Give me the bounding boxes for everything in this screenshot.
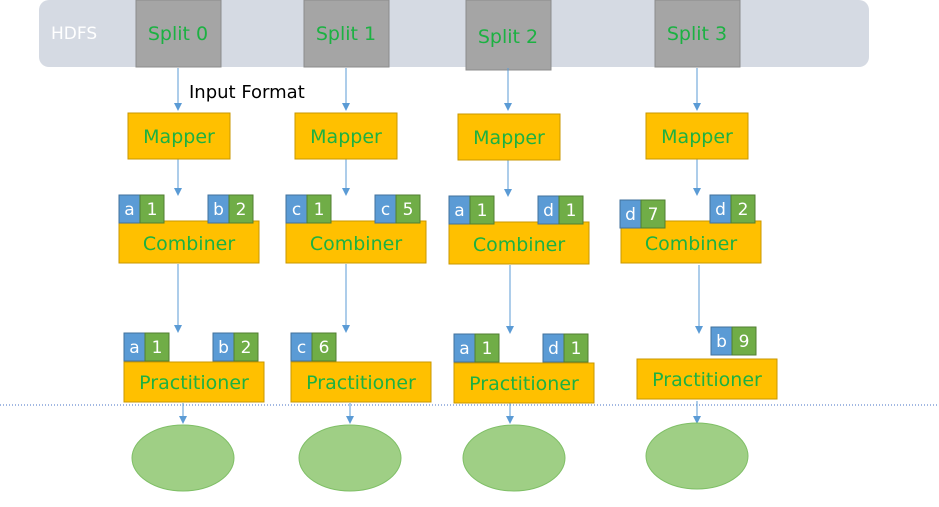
split-box-2 bbox=[465, 0, 552, 71]
practitioner-pair-2-1-value-box bbox=[563, 333, 589, 363]
practitioner-pair-2-1-key: d bbox=[548, 339, 559, 359]
practitioner-pair-2-0-key: a bbox=[459, 339, 469, 359]
practitioner-pair-3-0-key: b bbox=[716, 332, 727, 352]
combiner-pair-2-0-key: a bbox=[454, 201, 464, 221]
combiner-pair-1-0-value-box bbox=[306, 194, 332, 224]
practitioner-pair-0-0-value: 1 bbox=[152, 338, 163, 358]
combiner-box-1 bbox=[285, 220, 427, 264]
split-label-1: Split 1 bbox=[316, 23, 376, 45]
combiner-pair-2-0-value-box bbox=[469, 195, 495, 225]
combiner-pair-3-1-key: d bbox=[715, 200, 726, 220]
combiner-pair-0-1-key: b bbox=[213, 200, 224, 220]
practitioner-pair-0-1-value-box bbox=[233, 332, 259, 362]
mapper-label-0: Mapper bbox=[143, 126, 215, 148]
mapper-box-2 bbox=[457, 113, 561, 161]
mapper-box-1 bbox=[294, 112, 398, 160]
combiner-pair-3-0-key: d bbox=[625, 205, 636, 225]
combiner-pair-3-1-value-box bbox=[730, 194, 756, 224]
combiner-pair-0-0-key: a bbox=[124, 200, 134, 220]
combiner-label-3: Combiner bbox=[645, 233, 737, 255]
split-box-0 bbox=[135, 0, 222, 68]
practitioner-pair-0-1-key: b bbox=[218, 338, 229, 358]
combiner-pair-1-1-value-box bbox=[395, 194, 421, 224]
practitioner-pair-0-1-value: 2 bbox=[241, 338, 252, 358]
combiner-box-2 bbox=[448, 221, 590, 265]
combiner-pair-1-1-key: c bbox=[381, 200, 390, 220]
split-label-2: Split 2 bbox=[478, 26, 538, 48]
practitioner-pair-0-0-key: a bbox=[129, 338, 139, 358]
combiner-pair-2-1-value: 1 bbox=[566, 201, 577, 221]
output-ellipse-0 bbox=[131, 424, 235, 492]
practitioner-box-2 bbox=[453, 362, 595, 404]
mapper-label-1: Mapper bbox=[310, 126, 382, 148]
output-ellipse-2 bbox=[462, 424, 566, 492]
practitioner-pair-3-0-value: 9 bbox=[739, 332, 750, 352]
practitioner-label-1: Practitioner bbox=[306, 372, 416, 394]
combiner-pair-3-0-value: 7 bbox=[648, 205, 659, 225]
mapper-box-0 bbox=[127, 112, 231, 160]
practitioner-pair-2-1-value: 1 bbox=[571, 339, 582, 359]
combiner-pair-1-0-key: c bbox=[292, 200, 301, 220]
practitioner-pair-0-0-value-box bbox=[144, 332, 170, 362]
combiner-pair-0-1-value: 2 bbox=[236, 200, 247, 220]
combiner-box-0 bbox=[118, 220, 260, 264]
output-ellipse-3 bbox=[645, 422, 749, 490]
split-label-3: Split 3 bbox=[667, 23, 727, 45]
combiner-pair-2-0-value: 1 bbox=[477, 201, 488, 221]
practitioner-label-2: Practitioner bbox=[469, 373, 579, 395]
practitioner-pair-1-0-key: c bbox=[297, 338, 306, 358]
combiner-pair-3-0-value-box bbox=[640, 199, 666, 229]
practitioner-label-0: Practitioner bbox=[139, 372, 249, 394]
combiner-label-2: Combiner bbox=[473, 234, 565, 256]
hdfs-label: HDFS bbox=[51, 24, 97, 44]
practitioner-box-0 bbox=[123, 361, 265, 403]
combiner-pair-0-0-value-box bbox=[139, 194, 165, 224]
combiner-label-1: Combiner bbox=[310, 233, 402, 255]
split-label-0: Split 0 bbox=[148, 23, 208, 45]
combiner-label-0: Combiner bbox=[143, 233, 235, 255]
combiner-pair-2-1-key: d bbox=[543, 201, 554, 221]
practitioner-label-3: Practitioner bbox=[652, 369, 762, 391]
practitioner-pair-2-0-value-box bbox=[474, 333, 500, 363]
combiner-pair-0-1-value-box bbox=[228, 194, 254, 224]
combiner-pair-1-0-value: 1 bbox=[314, 200, 325, 220]
mapper-box-3 bbox=[645, 112, 749, 160]
combiner-pair-0-0-value: 1 bbox=[147, 200, 158, 220]
practitioner-pair-2-0-value: 1 bbox=[482, 339, 493, 359]
practitioner-pair-1-0-value-box bbox=[311, 332, 337, 362]
combiner-pair-2-1-value-box bbox=[558, 195, 584, 225]
input-format-label: Input Format bbox=[189, 82, 305, 103]
practitioner-box-3 bbox=[636, 358, 778, 400]
split-box-3 bbox=[654, 0, 741, 68]
practitioner-pair-3-0-value-box bbox=[731, 326, 757, 356]
practitioner-pair-1-0-value: 6 bbox=[319, 338, 330, 358]
combiner-pair-3-1-value: 2 bbox=[738, 200, 749, 220]
mapper-label-3: Mapper bbox=[661, 126, 733, 148]
split-box-1 bbox=[303, 0, 390, 68]
combiner-pair-1-1-value: 5 bbox=[403, 200, 414, 220]
practitioner-box-1 bbox=[290, 361, 432, 403]
output-ellipse-1 bbox=[298, 424, 402, 492]
mapper-label-2: Mapper bbox=[473, 127, 545, 149]
